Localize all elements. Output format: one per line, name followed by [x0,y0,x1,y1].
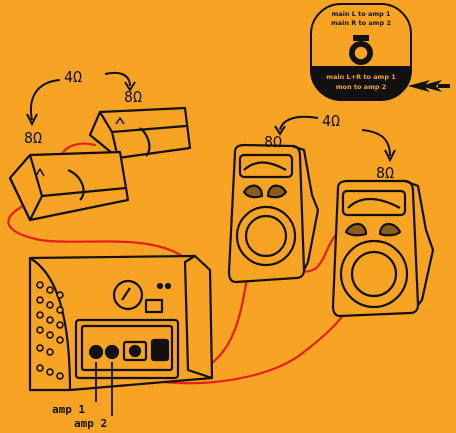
monitor-impedance-each-rear: 8Ω [124,88,142,106]
main-speaker-left [229,145,318,282]
switch-pointer-arrow [408,80,450,92]
monitor-speaker-front [10,152,128,220]
main-impedance-total: 4Ω [322,112,340,130]
main-impedance-each-right: 8Ω [376,164,394,182]
switch-upper-line1: main L to amp 1 [331,10,391,18]
switch-upper-line2: main R to amp 2 [331,19,391,27]
main-speaker-right [333,181,433,316]
main-impedance-each-left: 8Ω [264,133,282,151]
monitor-impedance-each-front: 8Ω [24,129,42,147]
amp2-label: amp 2 [74,417,107,430]
monitor-speaker-rear [90,108,190,158]
monitor-impedance-total: 4Ω [64,68,82,86]
switch-lower-line1: main L+R to amp 1 [326,73,396,81]
switch-lower-line2: mon to amp 2 [336,83,387,91]
amp1-label: amp 1 [52,403,85,416]
